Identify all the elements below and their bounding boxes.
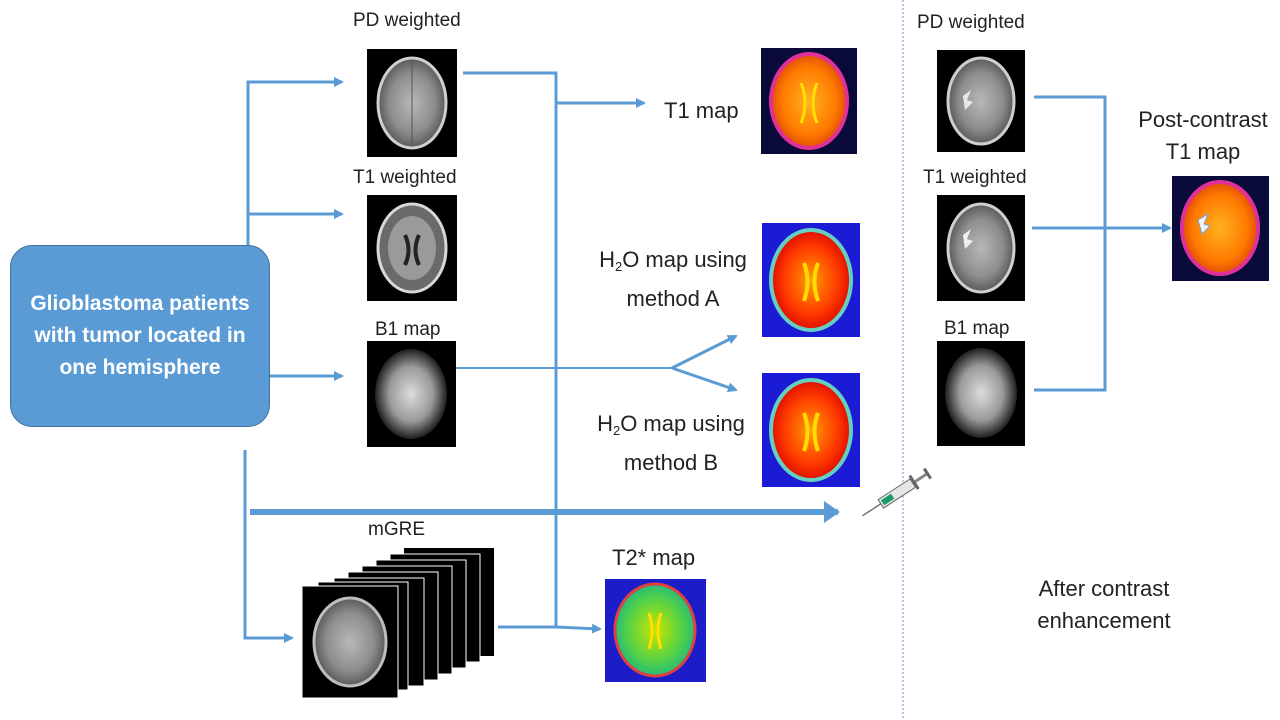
h2o-a-sub: 2	[614, 259, 623, 274]
h2o-b-line2: method B	[623, 450, 719, 475]
h2o-map-a-image	[762, 223, 860, 337]
pc-t1-weighted-image	[937, 195, 1025, 301]
label-t2star-map: T2* map	[612, 545, 696, 570]
h2o-a-rest: O map using	[622, 247, 747, 272]
arrow-to-t2star	[555, 623, 602, 634]
pd-weighted-image	[367, 49, 457, 157]
label-b1-map: B1 map	[375, 319, 441, 340]
label-h2o-map-a: H2O map using method A	[588, 244, 758, 315]
arrow-to-pd	[246, 77, 344, 245]
h2o-b-sub: 2	[612, 423, 621, 438]
arrow-to-h2o-a	[671, 334, 738, 370]
t2star-map-image	[605, 579, 706, 682]
mgre-image-stack	[302, 548, 494, 698]
t1-map-image	[761, 48, 857, 154]
arrow-to-mgre	[243, 450, 294, 643]
post-contrast-line1: Post-contrast	[1138, 107, 1268, 132]
line-from-pc-pd	[1034, 95, 1107, 392]
h2o-map-b-image	[762, 373, 860, 487]
source-box: Glioblastoma patients with tumor located…	[10, 245, 270, 427]
arrow-to-h2o-b	[671, 366, 738, 393]
trunk-line	[463, 71, 558, 627]
label-t1-map: T1 map	[664, 98, 739, 123]
label-h2o-map-b: H2O map using method B	[586, 408, 756, 479]
caption-line1: After contrast	[1038, 576, 1170, 601]
source-box-text: Glioblastoma patients with tumor located…	[30, 292, 250, 379]
label-pc-t1-weighted: T1 weighted	[923, 167, 1027, 188]
syringe-icon	[862, 467, 932, 517]
caption-line2: enhancement	[1037, 608, 1171, 633]
t1-weighted-image	[367, 195, 457, 301]
h2o-b-rest: O map using	[620, 411, 745, 436]
label-mgre: mGRE	[368, 519, 425, 540]
post-contrast-line2: T1 map	[1165, 139, 1241, 164]
pc-b1-map-image	[937, 341, 1025, 446]
post-contrast-t1-map-image	[1172, 176, 1269, 281]
label-pc-pd-weighted: PD weighted	[917, 12, 1025, 33]
h2o-b-h: H	[597, 411, 613, 436]
b1-map-image	[367, 341, 456, 447]
label-pc-b1-map: B1 map	[944, 318, 1010, 339]
h2o-a-line2: method A	[626, 286, 720, 311]
label-pd-weighted: PD weighted	[353, 10, 461, 31]
caption-after-contrast: After contrast enhancement	[1014, 573, 1194, 637]
label-post-contrast-t1-map: Post-contrast T1 map	[1128, 104, 1278, 168]
h2o-a-h: H	[599, 247, 615, 272]
pc-pd-weighted-image	[937, 50, 1025, 152]
label-t1-weighted: T1 weighted	[353, 167, 457, 188]
